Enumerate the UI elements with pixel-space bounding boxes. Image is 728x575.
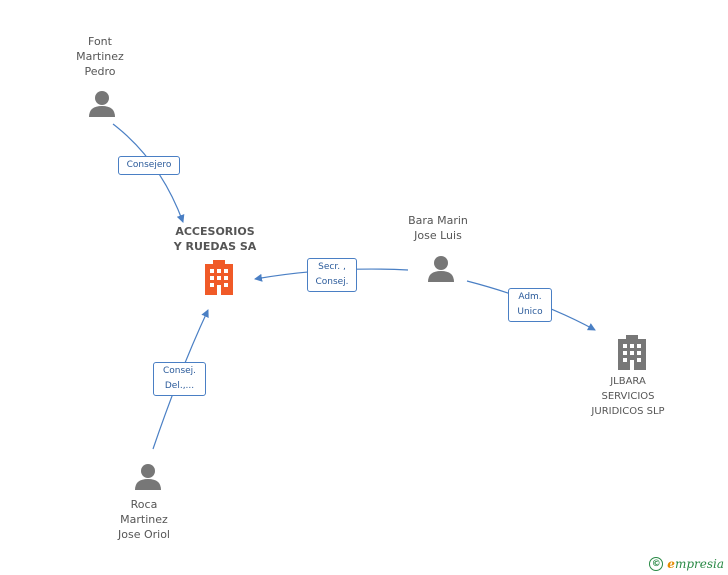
building-icon[interactable] [203, 260, 235, 296]
company-name-line: ACCESORIOS [175, 225, 255, 238]
building-icon[interactable] [616, 335, 648, 371]
footer-brand[interactable]: © empresia [649, 557, 724, 571]
copyright-icon: © [649, 557, 664, 571]
edge-label-consej-del[interactable]: Consej. Del.,... [153, 362, 206, 396]
person-icon[interactable] [133, 462, 163, 492]
edge-label-consejero[interactable]: Consejero [118, 156, 180, 175]
person-name-line: Martinez [76, 50, 124, 63]
person-name-line: Pedro [84, 65, 116, 78]
edge-label-adm-unico[interactable]: Adm. Unico [508, 288, 552, 322]
person-name-line: Jose Oriol [118, 528, 170, 541]
person-name-line: Roca [130, 498, 158, 511]
edge-label-secr-consej[interactable]: Secr. , Consej. [307, 258, 357, 292]
brand-logo-text: mpresia [674, 557, 724, 571]
person-label-font-martinez[interactable]: Font Martinez Pedro [60, 34, 140, 79]
company-name-line: JURIDICOS SLP [591, 406, 665, 417]
company-name-line: Y RUEDAS SA [173, 240, 257, 253]
person-label-bara-marin[interactable]: Bara Marin Jose Luis [398, 213, 478, 243]
edge-label-text: Adm. [518, 292, 542, 302]
person-name-line: Font [88, 35, 112, 48]
brand-logo-e: e [667, 557, 675, 571]
company-name-line: SERVICIOS [601, 391, 655, 402]
person-name-line: Jose Luis [414, 229, 462, 242]
brand-logo: empresia [667, 557, 724, 571]
person-name-line: Martinez [120, 513, 168, 526]
edge-label-text: Consej. [162, 366, 197, 376]
edge-label-text: Del.,... [164, 381, 195, 391]
edge-label-text: Unico [517, 307, 543, 317]
edge-label-text: Consejero [126, 160, 172, 170]
company-name-line: JLBARA [610, 376, 646, 387]
edge-label-text: Consej. [315, 277, 349, 287]
company-label-jlbara[interactable]: JLBARA SERVICIOS JURIDICOS SLP [578, 374, 678, 419]
person-icon[interactable] [87, 89, 117, 119]
person-name-line: Bara Marin [408, 214, 468, 227]
company-label-accesorios[interactable]: ACCESORIOS Y RUEDAS SA [160, 224, 270, 254]
person-label-roca-martinez[interactable]: Roca Martinez Jose Oriol [104, 497, 184, 542]
person-icon[interactable] [426, 254, 456, 284]
edge-label-text: Secr. , [318, 262, 346, 272]
